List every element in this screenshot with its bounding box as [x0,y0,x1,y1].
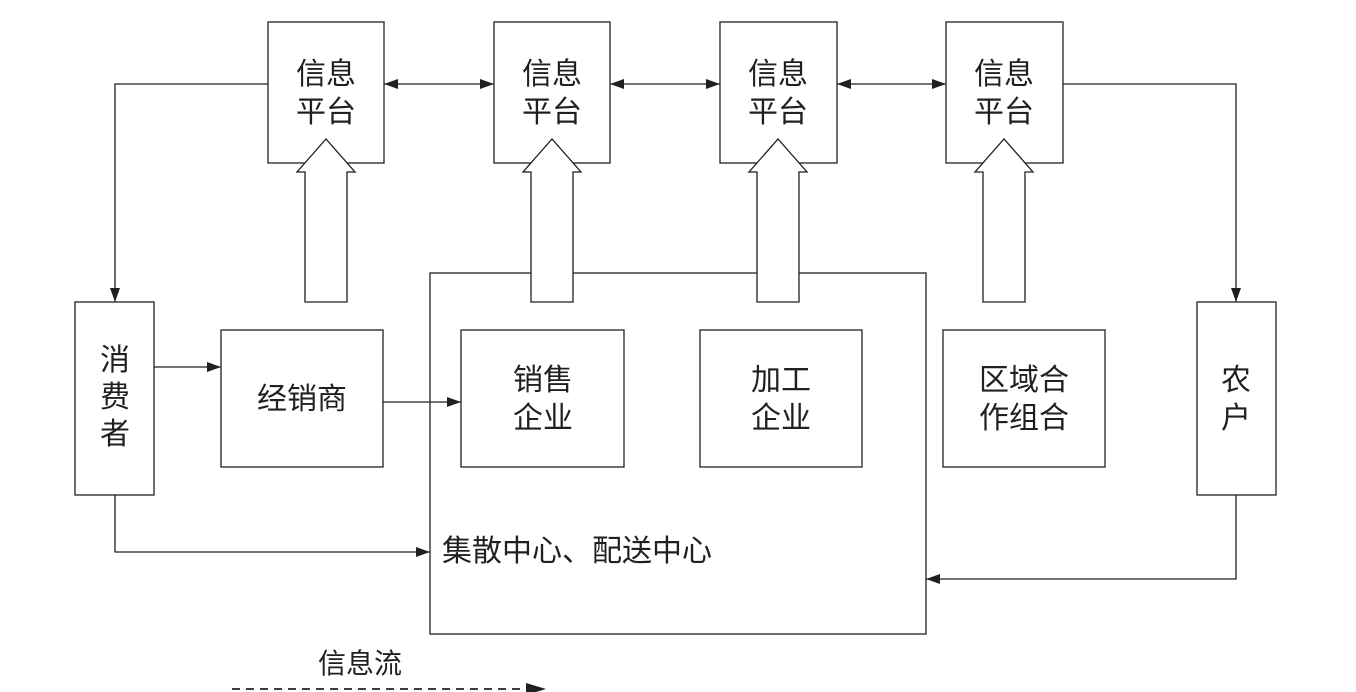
platform4-to-farmer-link [1063,83,1241,302]
upload-arrow-2 [521,138,583,303]
farmer-to-center-link [926,495,1237,584]
info-platform-2-line1: 信息 [522,57,582,92]
farmer-char-2: 户 [1221,401,1251,436]
info-platform-2-line2: 平台 [522,95,582,130]
regional-cooperative-box: 区域合 作组合 [942,329,1106,468]
upload-arrow-1 [295,138,357,303]
info-platform-1-line2: 平台 [296,95,356,130]
consumer-char-3: 者 [100,417,130,452]
sales-enterprise-line2: 企业 [513,401,573,436]
consumer-box: 消 费 者 [74,301,155,496]
upload-arrow-3 [747,138,809,303]
consumer-to-center-link [114,495,430,557]
regional-cooperative-line2: 作组合 [979,401,1069,436]
regional-cooperative-line1: 区域合 [979,363,1069,398]
farmer-char-1: 农 [1221,363,1251,398]
distributor-label: 经销商 [257,382,347,417]
info-platform-3-line1: 信息 [748,57,808,92]
consumer-char-2: 费 [100,380,130,415]
platform1-to-consumer-link [110,83,268,302]
info-platform-3-line2: 平台 [748,95,808,130]
info-platform-4-line2: 平台 [974,95,1034,130]
processing-enterprise-line1: 加工 [751,363,811,398]
legend-info-flow-label: 信息流 [318,647,402,680]
info-platform-1-line1: 信息 [296,57,356,92]
processing-enterprise-box: 加工 企业 [699,329,863,468]
upload-arrow-4 [973,138,1035,303]
legend-info-flow-arrowhead [526,683,546,692]
info-platform-4-line1: 信息 [974,57,1034,92]
distributor-box: 经销商 [220,329,384,468]
consumer-char-1: 消 [100,343,130,378]
sales-enterprise-box: 销售 企业 [460,329,625,468]
farmer-box: 农 户 [1196,301,1277,496]
sales-enterprise-line1: 销售 [513,363,573,398]
distribution-center-label: 集散中心、配送中心 [442,534,712,569]
processing-enterprise-line2: 企业 [751,401,811,436]
